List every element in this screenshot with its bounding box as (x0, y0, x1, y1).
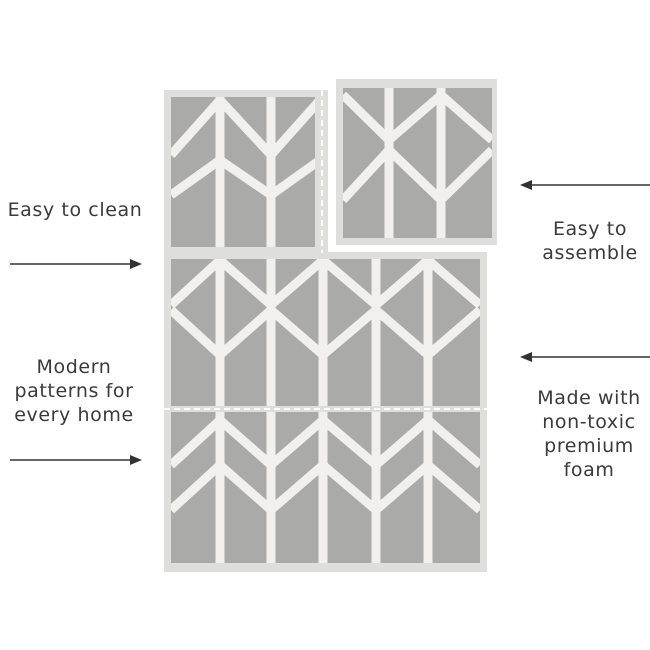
feature-easy-assemble: Easy to assemble (532, 217, 648, 265)
feature-text-line: every home (14, 404, 134, 426)
feature-text-line: Easy to (552, 218, 628, 240)
arrow-left-icon (520, 180, 650, 190)
feature-text-line: Easy to clean (7, 199, 143, 221)
feature-text-line: Made with (537, 387, 641, 409)
feature-easy-clean: Easy to clean (0, 198, 150, 222)
feature-non-toxic: Made with non-toxic premium foam (526, 386, 650, 482)
arrow-right-icon (10, 455, 142, 465)
feature-text-line: Modern (36, 356, 112, 378)
tile-bottom-row (171, 412, 480, 563)
feature-text-line: non-toxic (542, 411, 636, 433)
feature-text-line: foam (563, 459, 615, 481)
tile-top-right (343, 88, 492, 238)
feature-text-line: premium (544, 435, 634, 457)
tile-middle-row (171, 259, 480, 406)
feature-modern-patterns: Modern patterns for every home (0, 355, 148, 427)
arrow-left-icon (520, 352, 650, 362)
tile-top-left (171, 97, 315, 247)
tile-seams (164, 90, 487, 410)
feature-text-line: assemble (542, 242, 638, 264)
feature-text-line: patterns for (14, 380, 134, 402)
arrow-right-icon (10, 259, 142, 269)
